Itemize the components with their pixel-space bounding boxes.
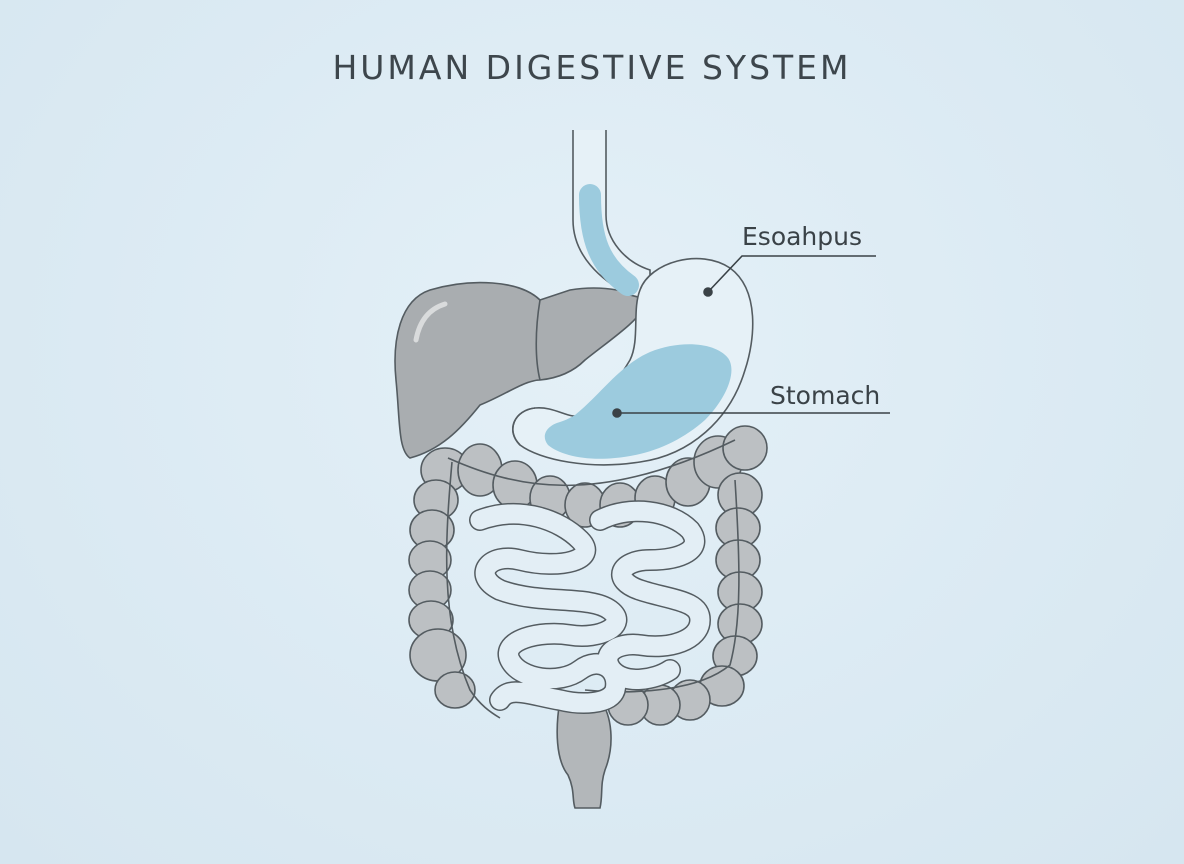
esophagus-pointer-dot	[703, 287, 713, 297]
diagram-title: HUMAN DIGESTIVE SYSTEM	[332, 48, 852, 87]
colon-bands	[445, 439, 740, 719]
stomach-pointer-dot	[612, 408, 622, 418]
large-intestine	[408, 425, 768, 809]
esophagus-leader-line	[707, 255, 876, 293]
leader-lines	[612, 255, 890, 418]
esophagus	[572, 130, 651, 302]
stomach-label: Stomach	[770, 381, 881, 410]
esophagus-label: Esoahpus	[742, 222, 863, 251]
small-intestine	[469, 500, 711, 714]
